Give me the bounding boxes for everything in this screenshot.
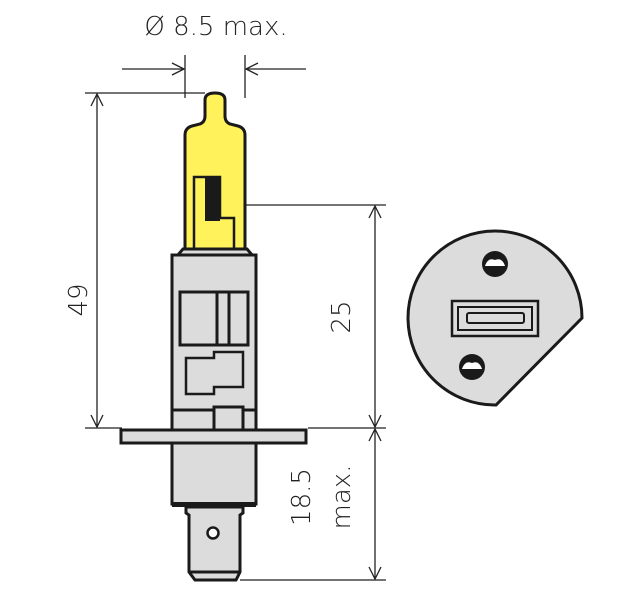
contact-bottom <box>459 354 485 380</box>
height-label: 49 <box>64 283 94 316</box>
terminal-tab <box>184 505 245 582</box>
base-height-value: 18.5 <box>287 468 317 526</box>
terminal-slot-inner <box>466 312 525 324</box>
light-center-label: 25 <box>327 300 357 333</box>
base-lower <box>170 441 258 506</box>
base-height-suffix: max. <box>327 465 357 530</box>
contact-top <box>482 251 508 277</box>
base-upper <box>170 253 258 433</box>
terminal-slot-outer <box>450 299 540 338</box>
base-disc <box>406 229 584 407</box>
flange <box>119 428 308 445</box>
glass-capsule <box>183 91 247 251</box>
base-height-dimension: 18.5 max. <box>240 429 386 581</box>
connector-clip <box>184 350 245 396</box>
terminal-hole <box>206 526 220 540</box>
filament-coil <box>205 177 220 221</box>
base-bottom-view <box>406 229 584 407</box>
diameter-label: Ø 8.5 max. <box>144 12 287 42</box>
diameter-dimension: Ø 8.5 max. <box>122 12 306 98</box>
bulb-side-view <box>119 91 308 582</box>
height-dimension: 49 <box>64 92 205 429</box>
